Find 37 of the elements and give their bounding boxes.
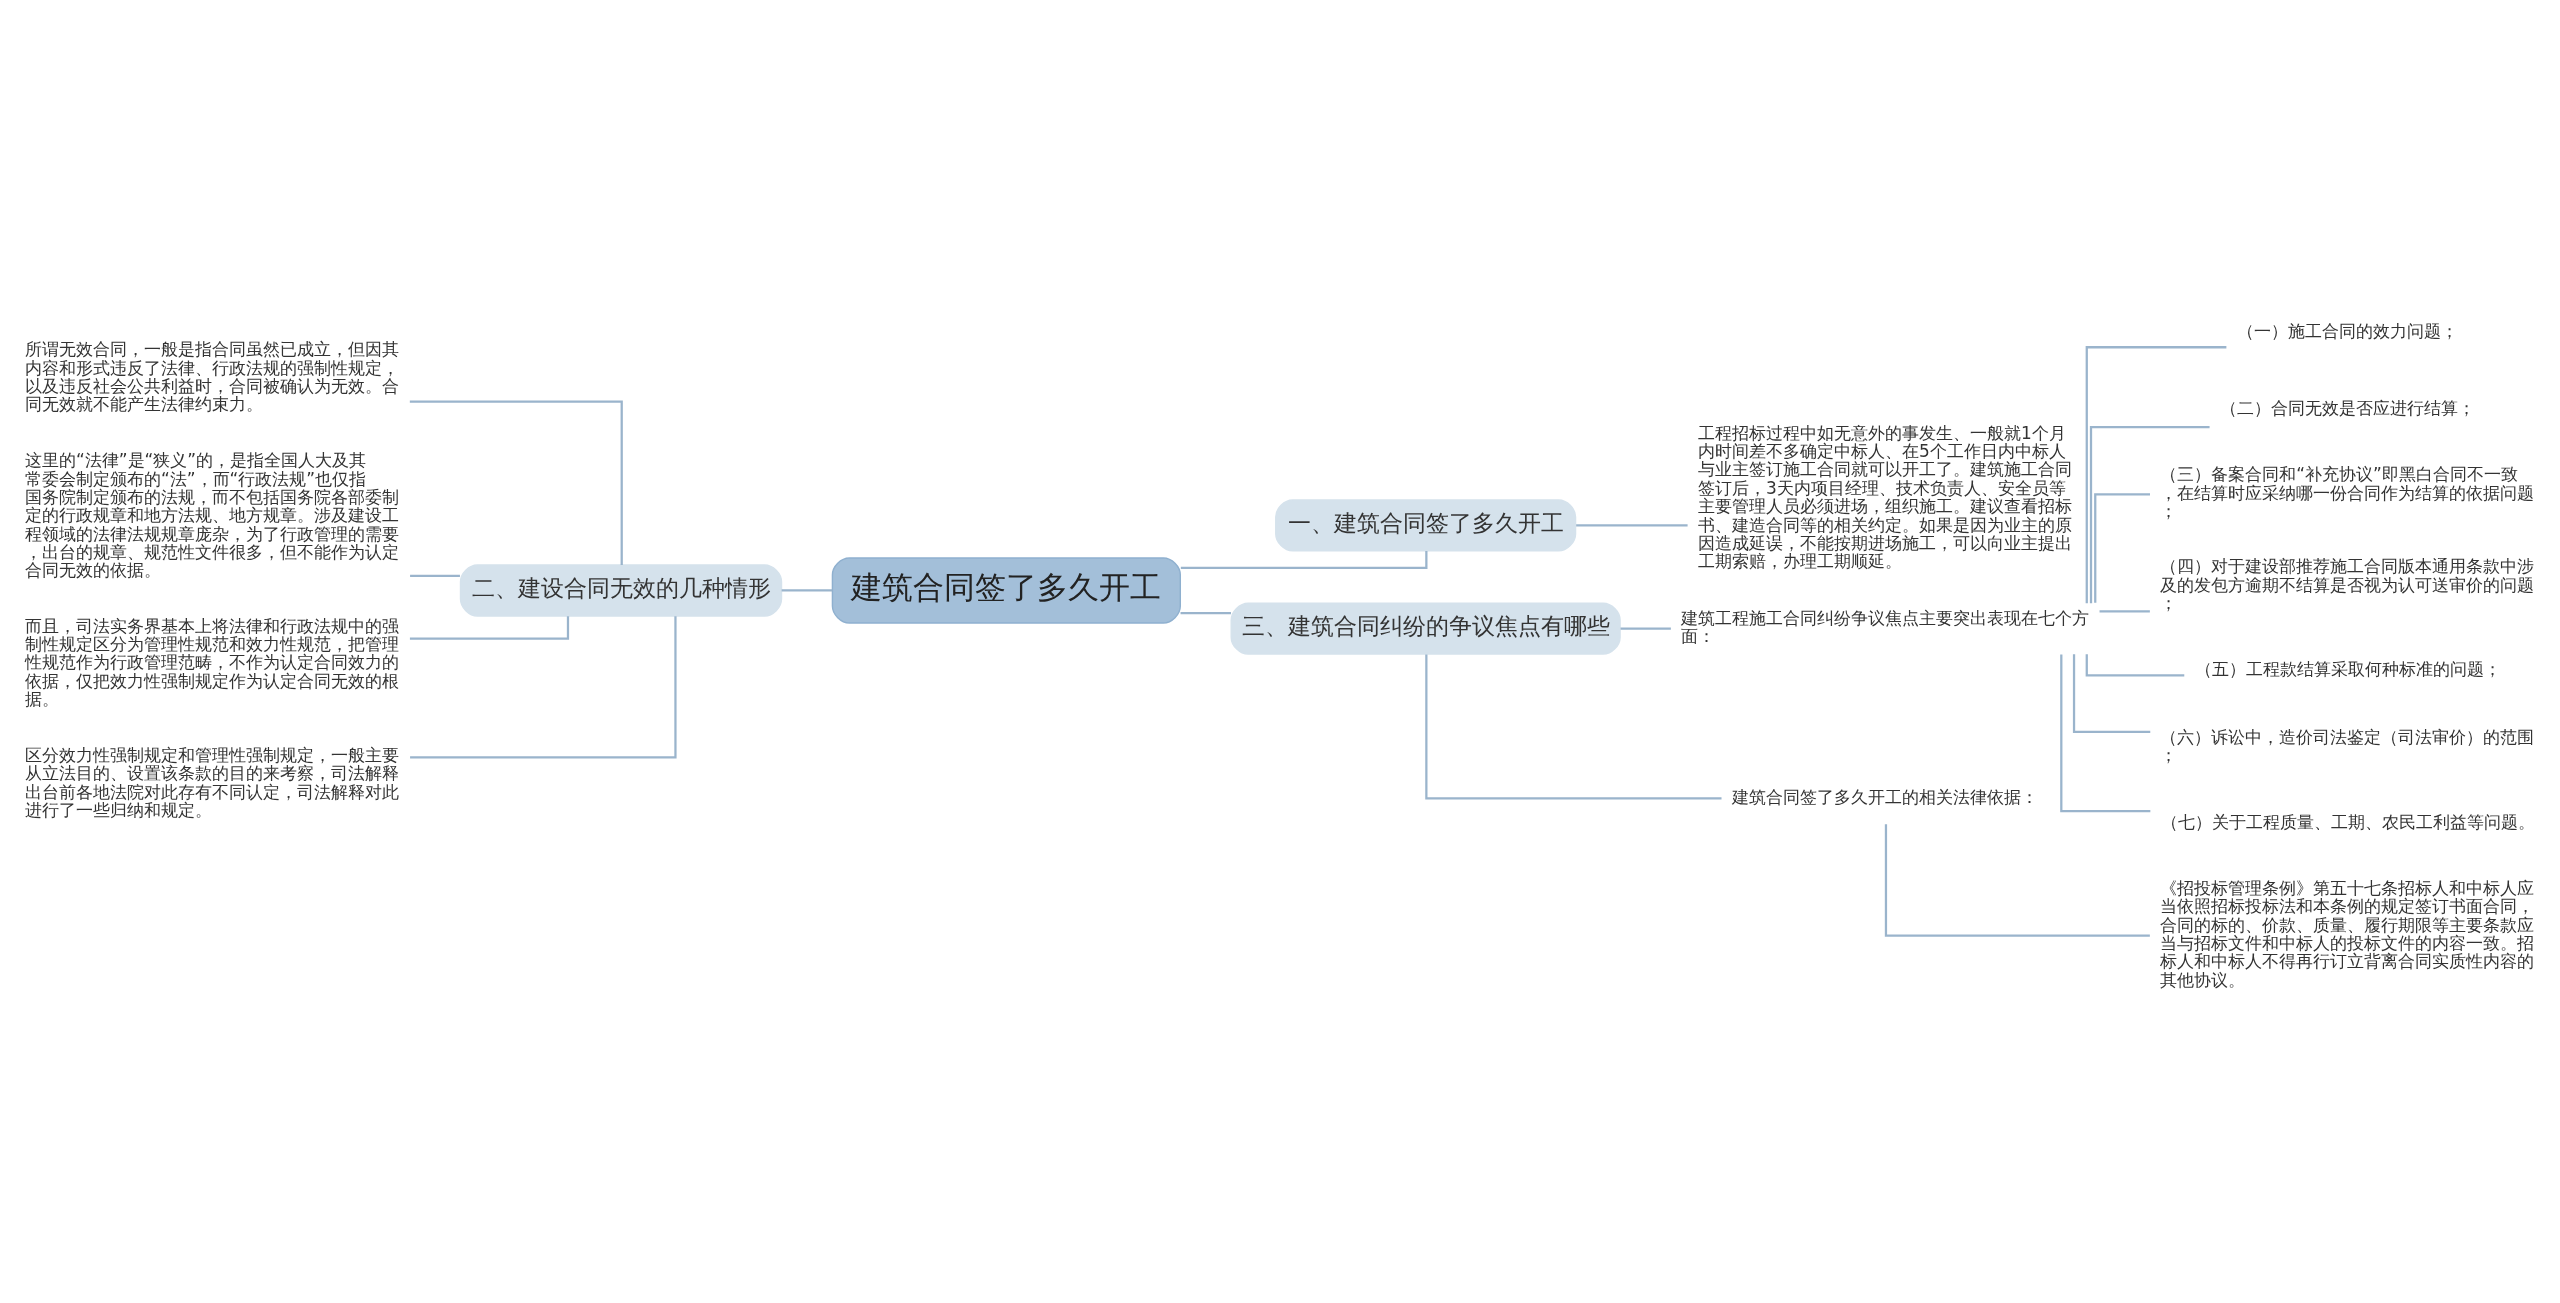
- node-text: （四）对于建设部推荐施工合同版本通用条款中涉及的发包方逾期不结算是否视为认可送审价的问题；: [2160, 555, 2535, 613]
- connector: [1884, 823, 2150, 937]
- connector: [2085, 653, 2185, 676]
- node-box: 三、建筑合同纠纷的争议焦点有哪些: [1230, 602, 1621, 655]
- node-text: 建筑工程施工合同纠纷争议焦点主要突出表现在七个方面：: [1680, 607, 2089, 646]
- connector: [409, 400, 623, 565]
- node-text: （六）诉讼中，造价司法鉴定（司法审价）的范围；: [2160, 726, 2535, 765]
- node-text: 而且，司法实务界基本上将法律和行政法规中的强制性规定区分为管理性规范和效力性规范，把管理性规范作为行政管理范畴，不作为认定合同效力的依据，仅把效力性强制规定作为认定合同无效的根据。: [24, 615, 399, 709]
- connector: [1620, 627, 1671, 630]
- node-box: 一、建筑合同签了多久开工: [1275, 498, 1577, 552]
- connector: [2085, 345, 2227, 603]
- node-text: （二）合同无效是否应进行结算；: [2220, 397, 2476, 418]
- connector: [2094, 492, 2150, 603]
- node-text: （三）备案合同和“补充协议”即黑白合同不一致，在结算时应采纳哪一份合同作为结算的依据问题；: [2160, 463, 2535, 521]
- node-text: （一）施工合同的效力问题；: [2237, 321, 2459, 341]
- connector: [1425, 653, 1722, 799]
- node-text: 工程招标过程中如无意外的事发生、一般就1个月内时间差不多确定中标人、在5个工作日内中标人与业主签订施工合同就可以开工了。建筑施工合同签订后，3天内项目经理、技术负责人、安全员等主要管理人员必须进场，组织施工。建议查看招标书、建造合同等的相关约定。如果是因为业主的原因造成延误，不能按期进场施工，可以向业主提出工期索赔，办理工期顺延。: [1697, 422, 2072, 571]
- connector: [409, 615, 570, 640]
- node-text: 建筑合同签了多久开工的相关法律依据：: [1732, 786, 2039, 807]
- connector: [2072, 653, 2151, 733]
- connector: [410, 615, 677, 758]
- connector: [781, 588, 833, 592]
- node-box: 二、建设合同无效的几种情形: [459, 563, 783, 617]
- connector: [2099, 609, 2150, 612]
- node-text: （七）关于工程质量、工期、农民工利益等问题。: [2160, 811, 2535, 832]
- connector: [1576, 523, 1688, 527]
- connector: [2060, 653, 2151, 812]
- node-text: 《招投标管理条例》第五十七条招标人和中标人应当依照招标投标法和本条例的规定签订书面合同，合同的标的、价款、质量、履行期限等主要条款应当与招标文件和中标人的投标文件的内容一致。招标人和中标人不得再行订立背离合同实质性内容的其他协议。: [2160, 877, 2535, 990]
- connector: [1180, 611, 1231, 614]
- connector: [410, 574, 460, 577]
- node-text: 区分效力性强制规定和管理性强制规定，一般主要从立法目的、设置该条款的目的来考察，司法解释出台前各地法院对此存有不同认定，司法解释对此进行了一些归纳和规定。: [24, 744, 399, 820]
- connector: [1180, 550, 1428, 569]
- node-text: 这里的“法律”是“狭义”的，是指全国人大及其常委会制定颁布的“法”，而“行政法规”也仅指国务院制定颁布的法规，而不包括国务院各部委制定的行政规章和地方法规、地方规章。涉及建设工程领域的法律法规规章庞杂，为了行政管理的需要，出台的规章、规范性文件很多，但不能作为认定合同无效的依据。: [24, 449, 399, 580]
- node-text: （五）工程款结算采取何种标准的问题；: [2194, 658, 2501, 679]
- node-text: 所谓无效合同，一般是指合同虽然已成立，但因其内容和形式违反了法律、行政法规的强制性规定，以及违反社会公共利益时，合同被确认为无效。合同无效就不能产生法律约束力。: [24, 338, 399, 414]
- connector: [2089, 425, 2210, 603]
- node-box: 建筑合同签了多久开工: [831, 556, 1181, 624]
